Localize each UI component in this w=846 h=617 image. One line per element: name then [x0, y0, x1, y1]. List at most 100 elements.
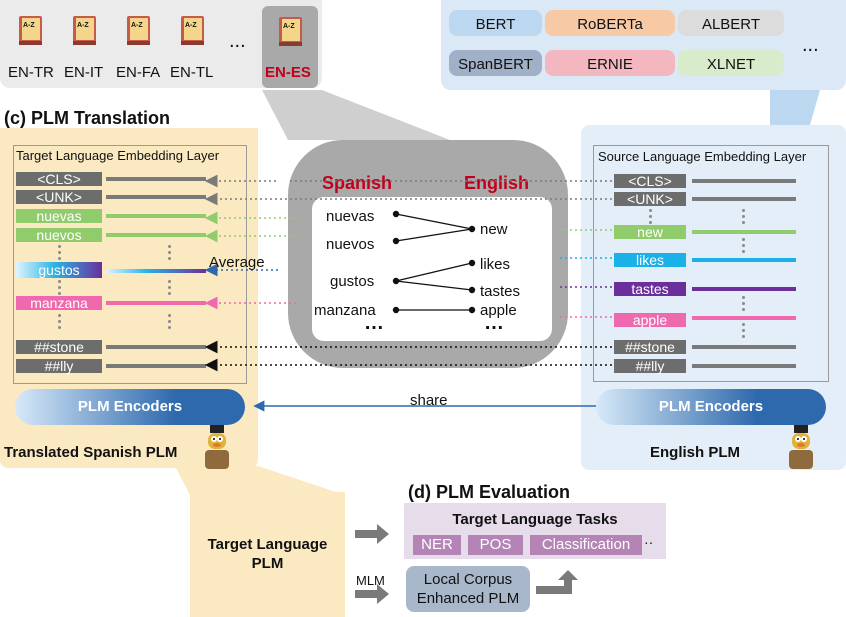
- source-embedding-vector: [692, 316, 796, 320]
- target-plm-panel: [190, 492, 345, 617]
- dictionary-icon: A-Z: [178, 15, 206, 47]
- vertical-dots: [649, 209, 652, 227]
- selected-language-pair: A-Z EN-ES: [262, 6, 318, 88]
- model-roberta: RoBERTa: [545, 10, 675, 36]
- source-token: apple: [614, 313, 686, 327]
- source-token: ##stone: [614, 340, 686, 354]
- selected-language-label: EN-ES: [265, 64, 311, 81]
- target-token: nuevas: [16, 209, 102, 223]
- target-embedding-vector: [106, 177, 206, 181]
- language-pair-label: EN-FA: [116, 64, 161, 81]
- local-corpus-line2: Enhanced PLM: [416, 590, 520, 607]
- dictionary-icon: A-Z: [70, 15, 98, 47]
- dictionary-header-english: English: [464, 173, 530, 193]
- model-bert: BERT: [449, 10, 542, 36]
- dictionary-ellipsis: …: [484, 312, 504, 334]
- language-pair-label: EN-TR: [8, 64, 54, 81]
- source-embedding-vector: [692, 197, 796, 201]
- tasks-ellipsis: ··: [644, 534, 654, 550]
- target-embedding-vector: [106, 345, 206, 349]
- translated-plm-label: Translated Spanish PLM: [4, 444, 178, 461]
- vertical-dots: [742, 238, 745, 256]
- vertical-dots: [742, 323, 745, 341]
- share-label: share: [410, 392, 448, 409]
- english-plm-label: English PLM: [650, 444, 740, 461]
- source-embedding-vector: [692, 345, 796, 349]
- spanish-word: manzana: [314, 302, 376, 319]
- dictionary-icon: A-Z: [276, 16, 304, 48]
- english-word: new: [480, 221, 508, 238]
- english-word: tastes: [480, 283, 521, 300]
- bert-mascot-icon: [205, 425, 229, 469]
- target-plm-encoders: PLM Encoders: [15, 389, 245, 425]
- target-embedding-vector: [106, 214, 206, 218]
- model-ernie: ERNIE: [545, 50, 675, 76]
- target-embedding-vector: [106, 269, 206, 273]
- target-token: nuevos: [16, 228, 102, 242]
- bert-mascot-icon: [789, 425, 813, 469]
- target-embedding-vector: [106, 233, 206, 237]
- target-tasks-title: Target Language Tasks: [452, 511, 618, 528]
- source-embedding-vector: [692, 179, 796, 183]
- vertical-dots: [58, 314, 61, 332]
- source-embedding-vector: [692, 230, 796, 234]
- target-embedding-title: Target Language Embedding Layer: [16, 148, 220, 163]
- vertical-dots: [742, 296, 745, 314]
- target-embedding-vector: [106, 364, 206, 368]
- target-token: ##lly: [16, 359, 102, 373]
- dictionary-icon: A-Z: [16, 15, 44, 47]
- source-plm-encoders: PLM Encoders: [596, 389, 826, 425]
- model-ellipsis: ...: [802, 34, 819, 56]
- vertical-dots: [58, 245, 61, 263]
- target-plm-line1: Target Language: [207, 536, 328, 553]
- average-label: Average: [209, 254, 265, 271]
- dictionary-ellipsis: …: [364, 312, 384, 334]
- vertical-dots: [168, 314, 171, 332]
- source-token: ##lly: [614, 359, 686, 373]
- language-pair-label: EN-TL: [170, 64, 214, 81]
- vertical-dots: [58, 280, 61, 298]
- source-token: new: [614, 225, 686, 239]
- local-corpus-box: [406, 566, 530, 612]
- model-albert: ALBERT: [678, 10, 784, 36]
- source-token: <CLS>: [614, 174, 686, 188]
- language-pair-ellipsis: ...: [229, 30, 246, 52]
- target-token: ##stone: [16, 340, 102, 354]
- target-token: manzana: [16, 296, 102, 310]
- source-token: tastes: [614, 282, 686, 296]
- spanish-word: gustos: [330, 273, 375, 290]
- task-ner: NER: [413, 535, 461, 555]
- source-token: likes: [614, 253, 686, 267]
- model-spanbert: SpanBERT: [449, 50, 542, 76]
- target-embedding-vector: [106, 195, 206, 199]
- mlm-label: MLM: [356, 573, 385, 588]
- target-plm-line2: PLM: [251, 555, 284, 572]
- target-embedding-vector: [106, 301, 206, 305]
- spanish-word: nuevas: [326, 208, 375, 225]
- target-token: <UNK>: [16, 190, 102, 204]
- vertical-dots: [168, 245, 171, 263]
- vertical-dots: [742, 209, 745, 227]
- source-token: <UNK>: [614, 192, 686, 206]
- source-embedding-vector: [692, 258, 796, 262]
- target-token: gustos: [16, 262, 102, 278]
- source-embedding-title: Source Language Embedding Layer: [598, 149, 807, 164]
- dictionary-header-spanish: Spanish: [322, 173, 393, 193]
- section-c-title: (c) PLM Translation: [4, 108, 171, 128]
- language-pair-label: EN-IT: [64, 64, 104, 81]
- section-d-title: (d) PLM Evaluation: [408, 482, 570, 502]
- task-pos: POS: [468, 535, 523, 555]
- local-corpus-line1: Local Corpus: [423, 571, 513, 588]
- english-word: apple: [480, 302, 517, 319]
- model-xlnet: XLNET: [678, 50, 784, 76]
- source-embedding-vector: [692, 364, 796, 368]
- english-word: likes: [480, 256, 511, 273]
- task-classification: Classification: [530, 535, 642, 555]
- spanish-word: nuevos: [326, 236, 375, 253]
- target-token: <CLS>: [16, 172, 102, 186]
